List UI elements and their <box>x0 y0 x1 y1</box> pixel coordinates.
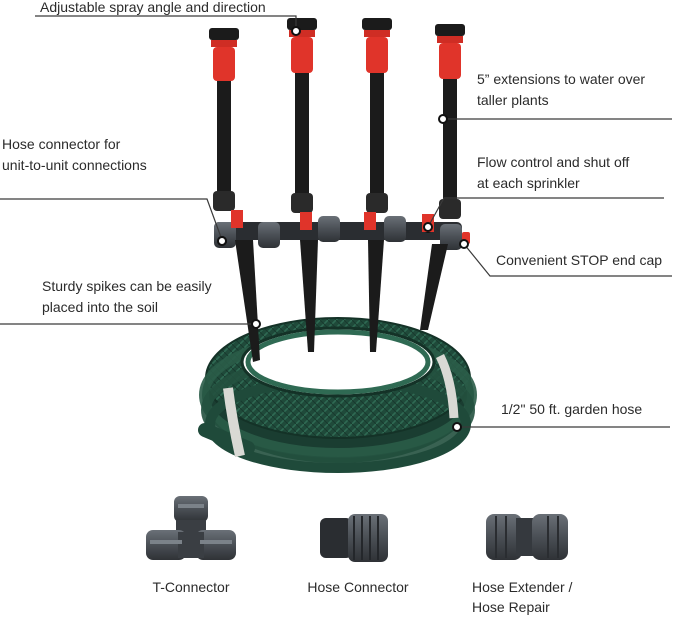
sprinkler-stake-3 <box>362 18 392 352</box>
callout-hose-connector-line1: Hose connector for <box>2 136 121 152</box>
sprinkler-stake-4 <box>420 24 465 330</box>
callout-flow-control-line1: Flow control and shut off <box>477 154 630 170</box>
callout-flow-control-line2: at each sprinkler <box>477 175 580 191</box>
callout-hose-connector-line2: unit-to-unit connections <box>2 157 147 173</box>
caption-hose-extender: Hose Extender / Hose Repair <box>472 577 592 617</box>
hose-connector-image <box>320 514 388 562</box>
callout-spikes-line2: placed into the soil <box>42 299 158 315</box>
callout-extensions-line2: taller plants <box>477 92 549 108</box>
caption-t-connector: T-Connector <box>152 579 230 595</box>
callout-spray-angle: Adjustable spray angle and direction <box>40 0 266 15</box>
callout-extensions: 5” extensions to water over taller plant… <box>477 69 645 111</box>
callout-spikes: Sturdy spikes can be easily placed into … <box>42 276 212 318</box>
callout-hose-connector: Hose connector for unit-to-unit connecti… <box>2 134 147 176</box>
connector-manifold <box>214 216 470 250</box>
hose-extender-image <box>486 514 568 560</box>
caption-hose-extender-line1: Hose Extender / <box>472 579 573 595</box>
caption-hose-extender-line2: Hose Repair <box>472 599 550 615</box>
callout-spikes-line1: Sturdy spikes can be easily <box>42 278 212 294</box>
sprinkler-stake-2 <box>287 18 318 352</box>
caption-hose-connector: Hose Connector <box>307 579 409 595</box>
callout-leader-lines <box>0 15 672 428</box>
t-connector-image <box>146 496 236 560</box>
garden-hose-coil <box>198 317 477 473</box>
callout-extensions-line1: 5” extensions to water over <box>477 71 646 87</box>
callout-flow-control: Flow control and shut off at each sprink… <box>477 152 629 194</box>
callout-garden-hose: 1/2" 50 ft. garden hose <box>501 401 643 417</box>
callout-dots <box>217 26 469 432</box>
sprinkler-stake-1 <box>209 28 260 362</box>
callout-stop-end-cap: Convenient STOP end cap <box>496 252 663 268</box>
